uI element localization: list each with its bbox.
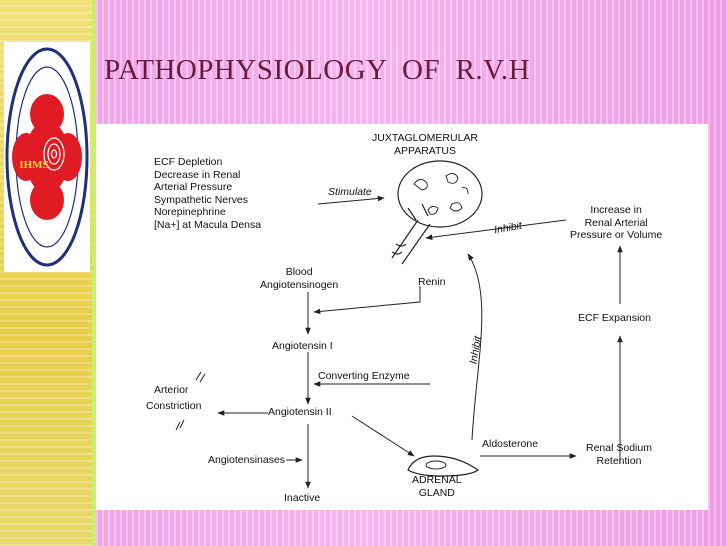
jga-line: JUXTAGLOMERULAR [372, 132, 478, 144]
angiotensinases-label: Angiotensinases [208, 454, 286, 466]
adrenal-gland-shape [407, 455, 480, 477]
slide-title: PATHOPHYSIOLOGY OF R.V.H [104, 54, 531, 86]
blood-line: Blood [285, 266, 313, 278]
constriction-label: Constriction [146, 400, 202, 412]
stimulate-label: Stimulate [328, 186, 372, 198]
adrenal-line: ADRENAL [412, 474, 462, 486]
increase-line: Increase in [590, 204, 642, 216]
jga-label: JUXTAGLOMERULAR APPARATUS [372, 132, 478, 157]
afferent-arteriole [391, 219, 431, 265]
ecf-list-item: [Na+] at Macula Densa [154, 218, 262, 231]
adrenal-gland-label: ADRENAL GLAND [412, 474, 462, 499]
angiotensin-ii-label: Angiotensin II [268, 406, 332, 418]
inactive-label: Inactive [284, 492, 321, 504]
ecf-list-item: Sympathetic Nerves [154, 193, 248, 206]
renal-sodium-retention-label: Renal Sodium Retention [586, 442, 652, 467]
diagram-arrows [175, 160, 623, 489]
sodium-line: Renal Sodium [586, 442, 652, 454]
ecf-list-item: Norepinephrine [154, 206, 226, 218]
angiotensin-i-label: Angiotensin I [272, 340, 333, 352]
blood-line: Angiotensinogen [260, 278, 339, 291]
renin-label: Renin [418, 276, 446, 288]
blood-angiotensinogen-label: Blood Angiotensinogen [260, 266, 338, 291]
sidebar-edge [92, 0, 96, 546]
converting-enzyme-label: Converting Enzyme [318, 370, 410, 382]
institute-logo: IHMS [4, 42, 90, 272]
logo-text: IHMS [19, 159, 48, 171]
ecf-list-item: Arterial Pressure [154, 181, 233, 193]
increase-line: Renal Arterial [584, 216, 648, 229]
ecf-expansion-label: ECF Expansion [578, 312, 651, 324]
jga-line: APPARATUS [393, 144, 457, 157]
ecf-list-item: ECF Depletion [154, 156, 223, 168]
increase-label: Increase in Renal Arterial Pressure or V… [570, 204, 662, 242]
increase-line: Pressure or Volume [570, 229, 663, 241]
jga-glomerulus [397, 160, 483, 228]
ecf-depletion-list: ECF Depletion Decrease in Renal Arterial… [154, 156, 261, 231]
aldosterone-label: Aldosterone [482, 438, 539, 450]
adrenal-line: GLAND [418, 486, 455, 499]
ecf-list-item: Decrease in Renal [154, 168, 241, 181]
diagram-panel: JUXTAGLOMERULAR APPARATUS ECF Depletion … [96, 124, 708, 510]
sodium-line: Retention [596, 454, 642, 467]
arteriolar-label: Arterior [154, 384, 189, 396]
